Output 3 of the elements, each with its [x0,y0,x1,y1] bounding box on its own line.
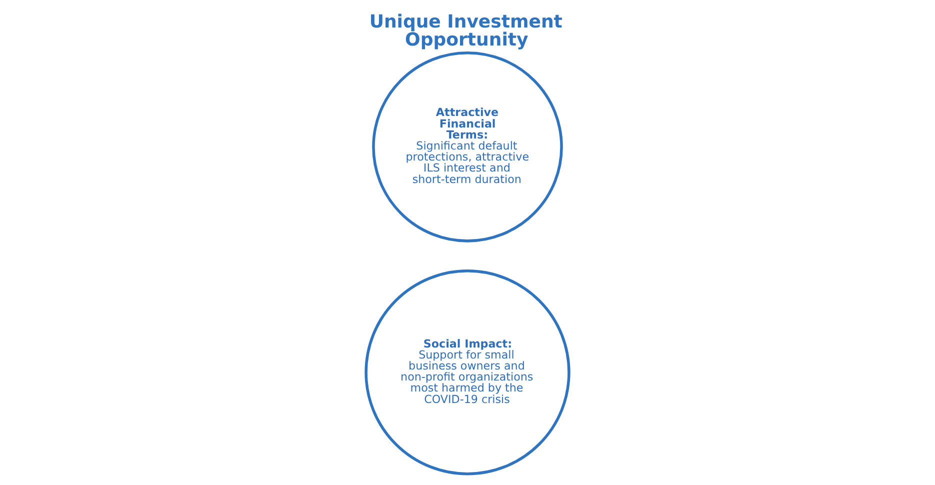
node-circle: Attractive Financial Terms: Significant default protections, attractive ILS interest and short-term duration [372,51,563,242]
node-circle: Social Impact: Support for small business owners and non-profit organizations most harmed by the COVID-19 crisis [364,270,570,476]
diagram-title: Unique Investment Opportunity [369,12,562,51]
